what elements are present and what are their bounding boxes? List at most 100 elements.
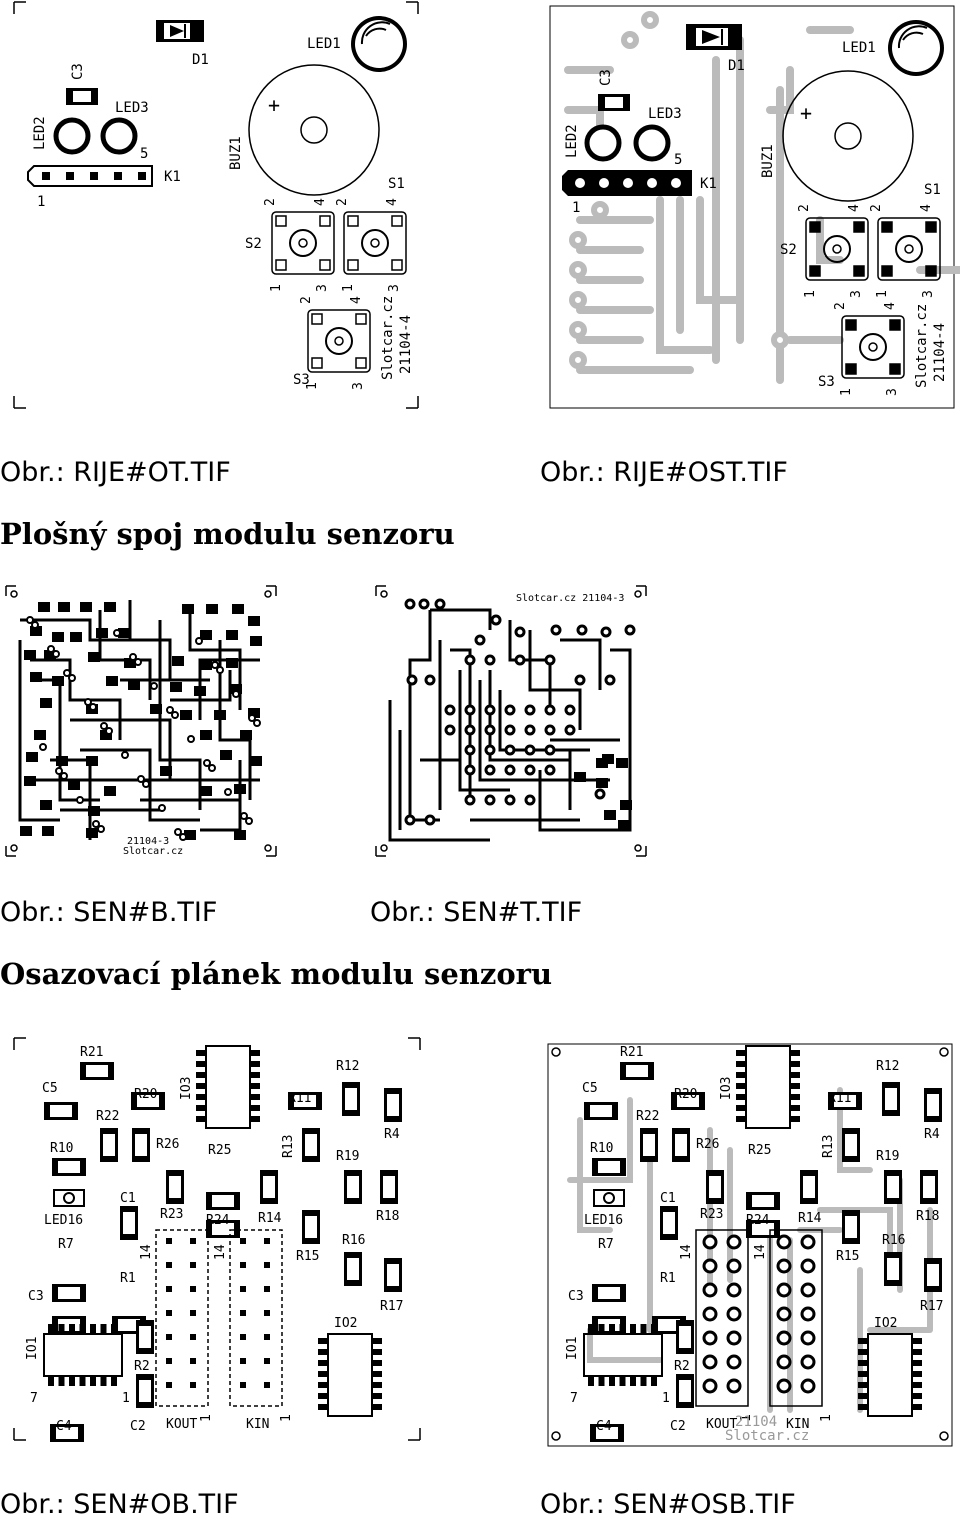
label-r14: R14 xyxy=(258,1211,282,1226)
s3-label-ost: S3 xyxy=(818,374,835,390)
label-r17: R17 xyxy=(920,1299,943,1314)
r2-part xyxy=(136,1320,154,1354)
s2-label: S2 xyxy=(245,236,262,252)
led3-label: LED3 xyxy=(115,100,149,116)
osb-overlay-code: 21104 xyxy=(735,1414,777,1430)
k1-label: K1 xyxy=(164,169,181,185)
io3-chip xyxy=(196,1045,260,1129)
c1-part xyxy=(660,1206,678,1240)
led1-label-ost: LED1 xyxy=(842,40,876,56)
k1-pin5-label-ost: 5 xyxy=(674,152,682,168)
led16-part xyxy=(593,1189,625,1207)
label-n1: 1 xyxy=(279,1414,294,1422)
label-n1: 1 xyxy=(662,1391,670,1406)
label-r16: R16 xyxy=(882,1233,905,1248)
c2-part xyxy=(136,1374,154,1408)
s1-label: S1 xyxy=(388,176,405,192)
sen-b-code: 21104-3 xyxy=(127,836,169,847)
c1-part xyxy=(120,1206,138,1240)
r7-part xyxy=(592,1284,626,1302)
kin-connector xyxy=(769,1229,823,1407)
label-kout: KOUT xyxy=(166,1417,197,1432)
label-r18: R18 xyxy=(376,1209,399,1224)
label-r26: R26 xyxy=(696,1137,719,1152)
label-r15: R15 xyxy=(836,1249,859,1264)
label-led16: LED16 xyxy=(44,1213,83,1228)
k1-pin5-label: 5 xyxy=(140,146,148,162)
label-c4: C4 xyxy=(596,1419,612,1434)
caption-sen-osb: Obr.: SEN#OSB.TIF xyxy=(540,1489,796,1520)
r22-part xyxy=(100,1128,118,1162)
label-kin: KIN xyxy=(246,1417,269,1432)
label-r1: R1 xyxy=(120,1271,136,1286)
kout-connector xyxy=(155,1229,209,1407)
r4-part xyxy=(384,1088,402,1122)
label-io1: IO1 xyxy=(565,1337,580,1360)
label-r10: R10 xyxy=(50,1141,73,1156)
label-kin: KIN xyxy=(786,1417,809,1432)
r4-part xyxy=(924,1088,942,1122)
r20-part xyxy=(131,1092,165,1110)
switch-pin-label: 3 xyxy=(387,284,402,292)
label-io2: IO2 xyxy=(334,1316,357,1331)
io3-chip xyxy=(736,1045,800,1129)
r18-part xyxy=(380,1170,398,1204)
label-r13: R13 xyxy=(281,1135,296,1158)
led3-footprint-ost xyxy=(633,124,671,162)
r16-part xyxy=(884,1252,902,1286)
label-n1: 1 xyxy=(739,1414,754,1422)
switch-pin-label: 1 xyxy=(875,290,890,298)
c2-part xyxy=(676,1374,694,1408)
switch-pin-label: 2 xyxy=(335,198,350,206)
switch-pin-label: 1 xyxy=(269,284,284,292)
led2-label-ost: LED2 xyxy=(564,124,580,158)
io1-chip xyxy=(43,1324,123,1386)
k1-pin1-label: 1 xyxy=(37,194,45,210)
label-r12: R12 xyxy=(336,1059,359,1074)
led2-label: LED2 xyxy=(32,116,48,150)
sen-b-brand: Slotcar.cz xyxy=(123,846,183,857)
switch-pin-label: 2 xyxy=(299,296,314,304)
r19-part xyxy=(344,1170,362,1204)
r13-part xyxy=(302,1128,320,1162)
led16-part xyxy=(53,1189,85,1207)
switch-pin-label: 4 xyxy=(313,198,328,206)
label-c2: C2 xyxy=(130,1419,146,1434)
kout-connector xyxy=(695,1229,749,1407)
c3-label: C3 xyxy=(70,63,86,80)
buz1-footprint-ost: + xyxy=(782,70,914,202)
heading-osazovaci: Osazovací plánek modulu senzoru xyxy=(0,957,553,991)
svg-text:+: + xyxy=(268,93,280,117)
led2-footprint-ost xyxy=(584,124,622,162)
k1-label-ost: K1 xyxy=(700,176,717,192)
r11-part xyxy=(828,1092,862,1110)
switch-pin-label: 2 xyxy=(869,204,884,212)
label-n14: 14 xyxy=(139,1244,154,1260)
label-c1: C1 xyxy=(120,1191,136,1206)
r22-part xyxy=(640,1128,658,1162)
r7-part xyxy=(52,1284,86,1302)
r20-part xyxy=(671,1092,705,1110)
label-r2: R2 xyxy=(134,1359,150,1374)
c5-part xyxy=(584,1102,618,1120)
kin-connector xyxy=(229,1229,283,1407)
k1-connector xyxy=(27,165,153,187)
label-r11: R11 xyxy=(828,1091,851,1106)
rije-ot-board: D1 LED1 C3 LED3 LED2 5 K1 1 + BUZ1 S1 S2… xyxy=(13,1,419,409)
switch-pin-label: 2 xyxy=(797,204,812,212)
label-r17: R17 xyxy=(380,1299,403,1314)
rije-ost-board: D1 LED1 C3 LED3 LED2 5 K1 1 + BUZ1 S1 S2… xyxy=(549,5,960,409)
r23-part xyxy=(706,1170,724,1204)
d1-label-ost: D1 xyxy=(728,58,745,74)
switch-pin-label: 4 xyxy=(385,198,400,206)
switch-pin-label: 3 xyxy=(885,388,900,396)
label-r20: R20 xyxy=(674,1087,697,1102)
r18-part xyxy=(920,1170,938,1204)
d1-diode-ost xyxy=(686,24,742,50)
io1-chip xyxy=(583,1324,663,1386)
label-c5: C5 xyxy=(582,1081,598,1096)
